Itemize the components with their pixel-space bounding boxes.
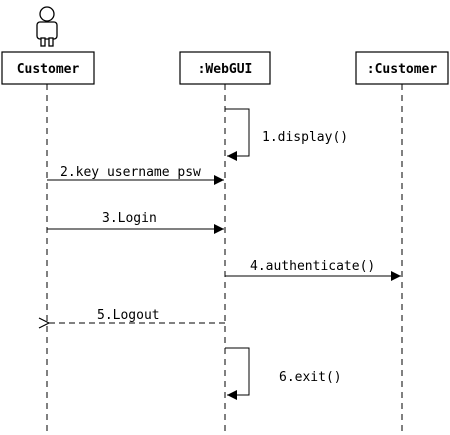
message-5-logout: 5.Logout [49,308,225,323]
message-6-exit: 6.exit() [225,347,342,400]
message-1-label: 1.display() [262,130,348,145]
message-4-authenticate: 4.authenticate() [225,259,401,281]
message-6-label: 6.exit() [279,370,342,385]
actor-icon [36,6,58,47]
message-3-login: 3.Login [47,211,224,234]
participant-customer-object: :Customer [355,51,449,85]
participant-webgui-label: :WebGUI [198,62,253,77]
participant-customer-label: Customer [17,62,80,77]
participant-customer-object-label: :Customer [367,62,438,77]
message-1-display: 1.display() [225,108,348,161]
message-2-key-username-psw: 2.key username psw [47,165,224,185]
message-4-label: 4.authenticate() [250,259,375,274]
message-3-label: 3.Login [102,211,157,226]
message-2-label: 2.key username psw [60,165,201,180]
participant-webgui: :WebGUI [179,51,271,85]
participant-customer: Customer [1,51,95,85]
message-5-label: 5.Logout [97,308,160,323]
